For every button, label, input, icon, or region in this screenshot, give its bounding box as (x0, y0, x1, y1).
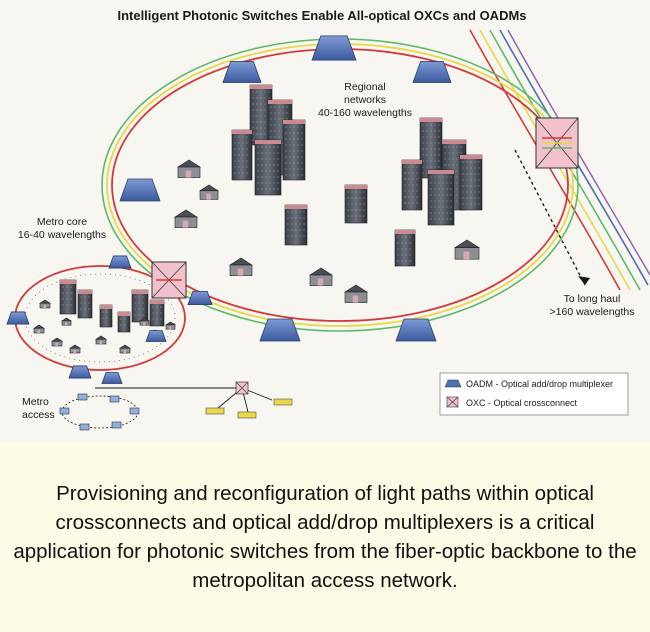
oadm-node-icon (145, 330, 167, 342)
house-icon (138, 317, 151, 326)
oadm-node-icon (187, 290, 213, 306)
oadm-node-icon (6, 311, 30, 325)
oxc-nodes (151, 117, 579, 299)
oadm-node-icon (119, 178, 161, 202)
house-icon (164, 321, 177, 330)
oadm-legend-icon (444, 379, 462, 388)
building-icon (344, 184, 368, 224)
house-icon (50, 337, 64, 347)
house-icon (60, 317, 73, 326)
building-icon (284, 204, 308, 246)
building-icon (59, 279, 77, 315)
house-icon (94, 335, 108, 345)
building-icon (419, 117, 443, 179)
building-icon (131, 289, 149, 323)
oadm-nodes (6, 35, 452, 384)
oxc-metro-icon (151, 261, 187, 299)
regional-label-2: networks (344, 94, 386, 106)
diagram-title: Intelligent Photonic Switches Enable All… (117, 8, 526, 23)
legend-oadm-label: OADM - Optical add/drop multiplexer (466, 379, 613, 389)
building-icon (282, 119, 306, 181)
house-icon (343, 284, 369, 303)
building-icon (254, 139, 282, 196)
diagram-labels: Regional networks 40-160 wavelengths Met… (18, 81, 635, 421)
oadm-node-icon (101, 372, 123, 384)
building-icon (77, 289, 93, 319)
oadm-node-icon (311, 35, 357, 61)
city-buildings (32, 84, 483, 354)
long-haul-arrow (514, 149, 586, 286)
network-diagram-svg: Intelligent Photonic Switches Enable All… (6, 8, 650, 431)
building-icon (401, 159, 423, 211)
network-diagram: Intelligent Photonic Switches Enable All… (0, 0, 650, 442)
oadm-node-icon (395, 318, 437, 342)
regional-label-3: 40-160 wavelengths (318, 107, 412, 119)
house-icon (38, 299, 52, 309)
building-icon (149, 299, 165, 327)
metro-access-label-2: access (22, 409, 55, 421)
caption: Provisioning and reconfiguration of ligh… (13, 482, 637, 592)
building-icon (459, 154, 483, 211)
house-icon (198, 184, 220, 200)
oadm-node-icon (222, 61, 262, 83)
house-icon (228, 257, 254, 276)
long-haul-label-2: >160 wavelengths (550, 306, 635, 318)
metro-access-network (59, 381, 293, 431)
house-icon (173, 209, 199, 228)
house-icon (118, 344, 132, 354)
house-icon (32, 324, 46, 334)
building-icon (117, 311, 131, 333)
long-haul-label-1: To long haul (564, 293, 621, 305)
caption-area: Provisioning and reconfiguration of ligh… (0, 442, 650, 632)
oxc-regional-icon (535, 117, 579, 169)
building-icon (427, 169, 455, 226)
regional-label-1: Regional (344, 81, 385, 93)
building-icon (394, 229, 416, 267)
building-icon (99, 304, 113, 328)
house-icon (68, 344, 82, 354)
legend-oxc-label: OXC - Optical crossconnect (466, 398, 578, 408)
house-icon (176, 159, 202, 178)
oadm-node-icon (108, 255, 132, 269)
house-icon (308, 267, 334, 286)
oadm-node-icon (412, 61, 452, 83)
oadm-node-icon (259, 318, 301, 342)
building-icon (231, 129, 253, 181)
house-icon (453, 239, 481, 260)
legend: OADM - Optical add/drop multiplexer OXC … (439, 372, 629, 416)
oadm-node-icon (68, 365, 92, 379)
metro-core-label-1: Metro core (37, 216, 87, 228)
metro-core-label-2: 16-40 wavelengths (18, 229, 106, 241)
metro-access-label-1: Metro (22, 396, 49, 408)
